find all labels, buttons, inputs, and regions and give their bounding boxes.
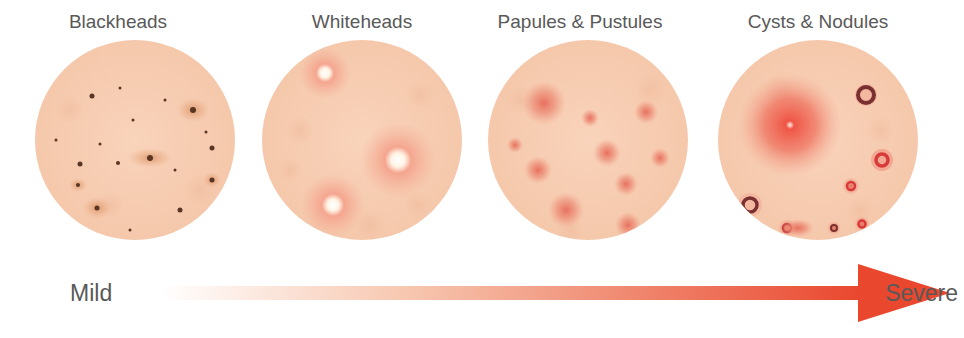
type-heading: Cysts & Nodules bbox=[748, 11, 888, 33]
type-heading: Whiteheads bbox=[312, 11, 412, 33]
type-heading: Blackheads bbox=[69, 11, 167, 33]
type-heading: Papules & Pustules bbox=[498, 11, 663, 33]
severity-label: Severe bbox=[885, 280, 958, 307]
severity-label: Mild bbox=[70, 280, 112, 307]
acne-type-circle: Papules & Pustules bbox=[488, 40, 688, 240]
acne-type-circle: Blackheads bbox=[35, 40, 235, 240]
acne-type-circle: Whiteheads bbox=[262, 40, 462, 240]
severity-bar bbox=[160, 286, 862, 300]
acne-type-circle: Cysts & Nodules bbox=[718, 40, 918, 240]
